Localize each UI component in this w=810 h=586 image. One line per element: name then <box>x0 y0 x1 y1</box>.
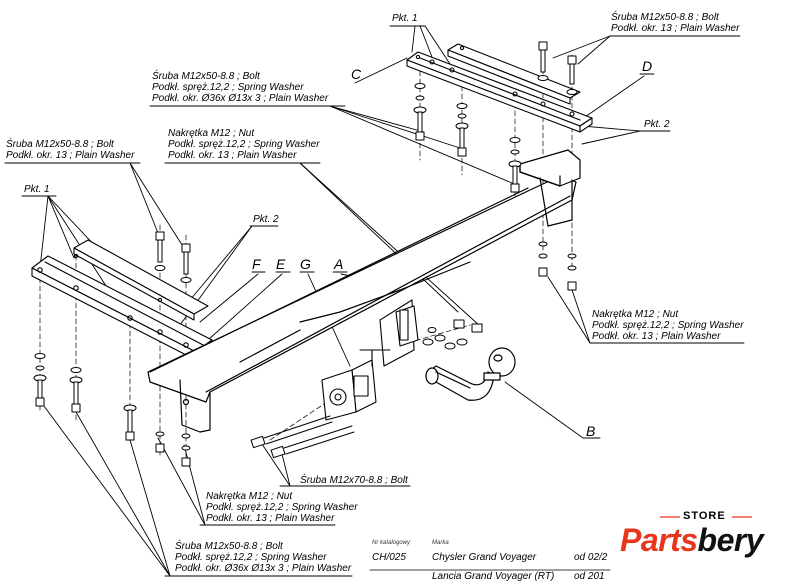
callout-line: Podkł. okr. Ø36x Ø13x 3 ; Plain Washer <box>152 93 329 104</box>
callout-nut-center: Nakrętka M12 ; Nut Podkł. spręż.12,2 ; S… <box>168 128 320 161</box>
callout-line: Nakrętka M12 ; Nut <box>206 491 293 502</box>
letter-b: B <box>586 423 596 439</box>
callout-line: Podkł. spręż.12,2 ; Spring Washer <box>152 82 304 93</box>
callout-line: Podkł. okr. 13 ; Plain Washer <box>592 331 721 342</box>
logo-brand-part1: Parts <box>620 522 698 558</box>
letter-e: E <box>276 256 286 272</box>
brand-header: Marka <box>432 540 449 546</box>
callout-bolt-m12x70: Śruba M12x70-8.8 ; Bolt <box>300 475 408 486</box>
center-mount <box>321 299 419 421</box>
year-row-2: od 201 <box>574 571 605 582</box>
letter-a: A <box>334 256 344 272</box>
callout-line: Podkł. okr. 13 ; Plain Washer <box>611 23 740 34</box>
letter-c: C <box>351 66 362 82</box>
callout-line: Podkł. spręż.12,2 ; Spring Washer <box>206 502 358 513</box>
logo-store-text: STORE <box>683 510 726 522</box>
callout-line: Śruba M12x50-8.8 ; Bolt <box>611 12 719 23</box>
year-row-1: od 02/2 <box>574 552 608 563</box>
callout-bolt-top-right: Śruba M12x50-8.8 ; Bolt Podkł. okr. 13 ;… <box>611 12 739 34</box>
right-bracket <box>406 43 593 133</box>
left-bracket <box>31 239 213 361</box>
catalog-header: Nr katalogowy <box>372 540 411 546</box>
bolt-stacks <box>33 41 578 467</box>
callout-nut-right: Nakrętka M12 ; Nut Podkł. spręż.12,2 ; S… <box>592 309 744 342</box>
callout-bolt-left: Śruba M12x50-8.8 ; Bolt Podkł. okr. 13 ;… <box>6 139 134 161</box>
partsbery-logo: STORE Partsbery <box>620 508 790 568</box>
callout-line: Podkł. okr. 13 ; Plain Washer <box>206 513 335 524</box>
callout-line: Podkł. okr. 13 ; Plain Washer <box>6 150 135 161</box>
ball-coupling <box>425 347 516 401</box>
main-crossbar <box>147 149 581 433</box>
catalog-value: CH/025 <box>372 552 406 563</box>
callout-pkt1-top: Pkt. 1 <box>392 13 418 24</box>
callout-line: Podkł. spręż.12,2 ; Spring Washer <box>175 552 327 563</box>
callout-pkt2-right: Pkt. 2 <box>644 119 670 130</box>
ball-fasteners <box>422 319 483 350</box>
callout-pkt1-left: Pkt. 1 <box>24 184 50 195</box>
logo-rule-lines <box>660 516 752 518</box>
model-row-1: Chysler Grand Voyager <box>432 552 537 563</box>
logo-brand-part2: bery <box>697 522 764 558</box>
callout-pkt2-left: Pkt. 2 <box>253 214 279 225</box>
callout-line: Podkł. spręż.12,2 ; Spring Washer <box>168 139 320 150</box>
callout-line: Podkł. okr. Ø36x Ø13x 3 ; Plain Washer <box>175 563 352 574</box>
callout-nut-bottom: Nakrętka M12 ; Nut Podkł. spręż.12,2 ; S… <box>206 491 358 524</box>
callout-bolt-top-center: Śruba M12x50-8.8 ; Bolt Podkł. spręż.12,… <box>152 71 328 104</box>
letter-g: G <box>300 256 311 272</box>
callout-line: Śruba M12x50-8.8 ; Bolt <box>152 71 260 82</box>
model-row-2: Lancia Grand Voyager (RT) <box>432 571 555 582</box>
callout-line: Podkł. spręż.12,2 ; Spring Washer <box>592 320 744 331</box>
callout-line: Śruba M12x50-8.8 ; Bolt <box>6 139 114 150</box>
callout-line: Podkł. okr. 13 ; Plain Washer <box>168 150 297 161</box>
letter-d: D <box>642 58 653 74</box>
callout-line: Nakrętka M12 ; Nut <box>168 128 255 139</box>
bolt-m12x70 <box>250 415 355 459</box>
callout-line: Śruba M12x50-8.8 ; Bolt <box>175 541 283 552</box>
callout-bolt-bottom: Śruba M12x50-8.8 ; Bolt Podkł. spręż.12,… <box>175 541 351 574</box>
logo-brand-name: Partsbery <box>620 522 764 558</box>
letter-f: F <box>252 256 261 272</box>
callout-line: Nakrętka M12 ; Nut <box>592 309 679 320</box>
